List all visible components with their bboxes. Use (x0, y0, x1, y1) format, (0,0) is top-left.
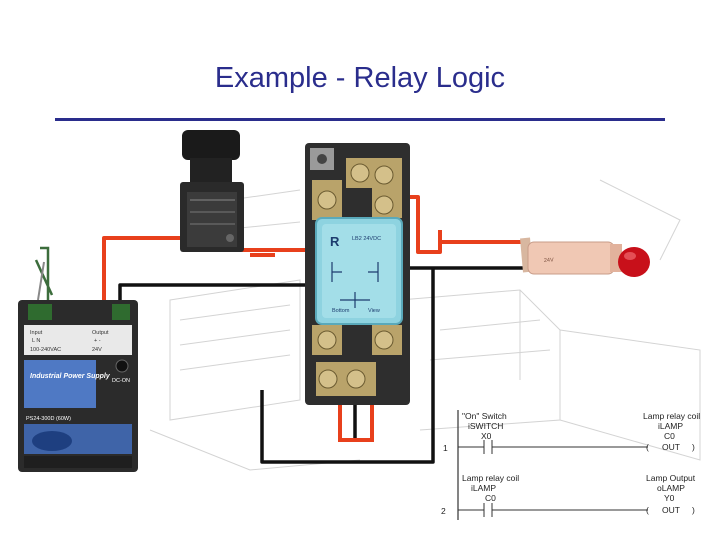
rung2-coil-address: Y0 (664, 493, 675, 503)
psu-dc-on-label: DC-ON (112, 378, 130, 384)
rung2-coil-desc: Lamp Output (646, 473, 696, 483)
psu-input-rating: 100-240VAC (30, 347, 61, 353)
rung1-coil-tag: iLAMP (658, 421, 683, 431)
red-wire-relay-bottom (338, 398, 374, 442)
pilot-lamp: 24V (520, 237, 650, 277)
rung1-coil-output: OUT (662, 442, 680, 452)
relay-bottom-label: Bottom (332, 308, 350, 314)
relay-logo: R (330, 234, 340, 249)
rung1-coil-close: ) (692, 442, 695, 452)
psu-input-terminals: L N (32, 338, 40, 344)
psu-output-rating: 24V (92, 347, 102, 353)
rung2-coil-close: ) (692, 505, 695, 515)
relay-label: LB2 24VDC (352, 236, 381, 242)
rung1-coil-desc: Lamp relay coil (643, 411, 700, 421)
rung1-coil-open: ( (646, 442, 649, 452)
rung-number-2: 2 (441, 506, 446, 516)
psu-input-label: Input (30, 330, 43, 336)
psu-model: PS24-300D (60W) (26, 416, 71, 422)
ladder-diagram: 1 "On" Switch iSWITCH X0 Lamp relay coil… (441, 410, 700, 520)
rung1-contact-tag: iSWITCH (468, 421, 503, 431)
rung-number-1: 1 (443, 443, 448, 453)
psu-brand: Industrial Power Supply (30, 373, 111, 380)
rung2-coil-output: OUT (662, 505, 680, 515)
relay-module: R LB2 24VDC Bottom View (315, 217, 403, 325)
rung2-contact-address: C0 (485, 493, 496, 503)
rung2-coil-tag: oLAMP (657, 483, 685, 493)
rung1-contact-desc: "On" Switch (462, 411, 507, 421)
psu-output-label: Output (92, 330, 109, 336)
rung2-coil-open: ( (646, 505, 649, 515)
title-underline (55, 118, 665, 121)
rung2-contact-tag: iLAMP (471, 483, 496, 493)
rung1-coil-address: C0 (664, 431, 675, 441)
relay-view-label: View (368, 308, 380, 314)
power-supply: Input L N 100-240VAC Output + - 24V DC-O… (18, 246, 138, 472)
red-wire-psu-to-switch (102, 225, 194, 305)
black-wire-return-bottom (260, 268, 435, 464)
slide-title: Example - Relay Logic (214, 62, 506, 94)
pushbutton-switch (180, 130, 244, 252)
lamp-label: 24V (544, 257, 555, 264)
rung1-contact-address: X0 (481, 431, 492, 441)
red-wire-relay-to-lamp (383, 195, 525, 254)
psu-output-terminals: + - (94, 338, 101, 344)
rung2-contact-desc: Lamp relay coil (462, 473, 519, 483)
black-wire-psu-to-relay-coil (118, 283, 332, 360)
